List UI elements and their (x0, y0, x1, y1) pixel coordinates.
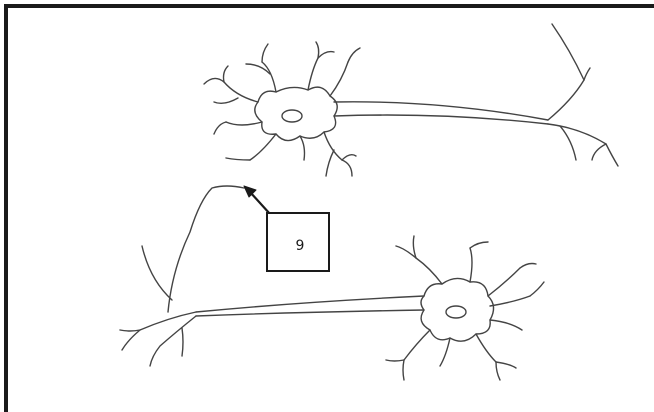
lower-axon (195, 295, 425, 317)
connecting-axon (167, 185, 245, 313)
lower-neuron (119, 235, 545, 381)
upper-neuron (203, 23, 619, 177)
lower-dendrites (385, 235, 545, 381)
upper-axon-terminals (547, 23, 619, 167)
label-box: 9 (266, 212, 330, 272)
lower-cell-body (420, 277, 495, 342)
upper-axon (333, 101, 549, 125)
label-number: 9 (295, 238, 305, 254)
label-pointer (243, 185, 272, 216)
upper-nucleus (281, 109, 303, 123)
upper-cell-body (254, 86, 338, 142)
figure-frame (4, 4, 654, 412)
lower-axon-terminals (119, 311, 197, 367)
lower-nucleus (445, 305, 467, 319)
upper-dendrites (203, 41, 361, 177)
connecting-axon-branch (141, 245, 173, 301)
